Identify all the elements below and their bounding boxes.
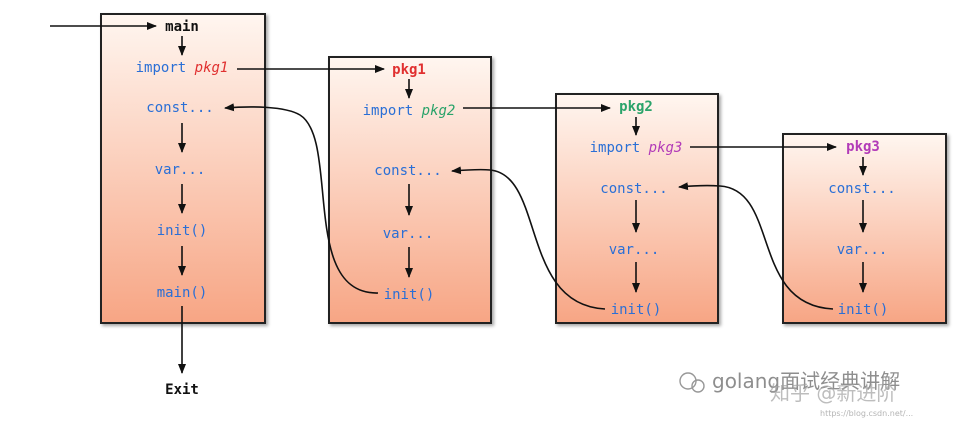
import-line: import pkg3 <box>590 140 683 156</box>
import-keyword: import <box>590 140 641 156</box>
wechat-icon-inner <box>691 379 705 393</box>
pkg1-title: pkg1 <box>392 62 426 78</box>
pkg3-const-label: const... <box>828 181 895 197</box>
import-keyword: import <box>136 60 187 76</box>
pkg1-const-label: const... <box>374 163 441 179</box>
main-init-label: init() <box>157 223 208 239</box>
pkg2-box <box>555 93 719 324</box>
pkg1-box <box>328 56 492 324</box>
main-label: main <box>165 19 199 35</box>
pkg2-var-label: var... <box>609 242 660 258</box>
watermark-text: golang面试经典讲解 <box>712 369 900 393</box>
pkg3-title: pkg3 <box>846 139 880 155</box>
return-arrow-pkg3-to-pkg2 <box>678 182 834 310</box>
import-keyword: import <box>363 103 414 119</box>
import-pkg1-name: pkg1 <box>194 60 229 76</box>
pkg3-box <box>782 133 947 324</box>
watermark: golang面试经典讲解 知乎 @新进阶 https://blog.csdn.n… <box>679 369 913 418</box>
pkg2-title: pkg2 <box>619 99 653 115</box>
main-var-label: var... <box>155 162 206 178</box>
return-arrow-pkg1-to-main <box>224 103 379 294</box>
pkg3-var-label: var... <box>837 242 888 258</box>
import-line: import pkg1 <box>136 60 229 76</box>
main-call-label: main() <box>157 285 208 301</box>
import-pkg2-name: pkg2 <box>421 103 456 119</box>
pkg1-init-label: init() <box>384 287 435 303</box>
pkg3-init-label: init() <box>838 302 889 318</box>
pkg2-const-label: const... <box>600 181 667 197</box>
watermark-subtext: 知乎 @新进阶 <box>770 381 896 405</box>
exit-label: Exit <box>165 382 199 398</box>
pkg1-var-label: var... <box>383 226 434 242</box>
return-arrow-pkg2-to-pkg1 <box>451 166 606 310</box>
watermark-url: https://blog.csdn.net/... <box>820 409 913 418</box>
import-pkg3-name: pkg3 <box>648 140 683 156</box>
pkg2-init-label: init() <box>611 302 662 318</box>
main-const-label: const... <box>146 100 213 116</box>
import-line: import pkg2 <box>363 103 456 119</box>
